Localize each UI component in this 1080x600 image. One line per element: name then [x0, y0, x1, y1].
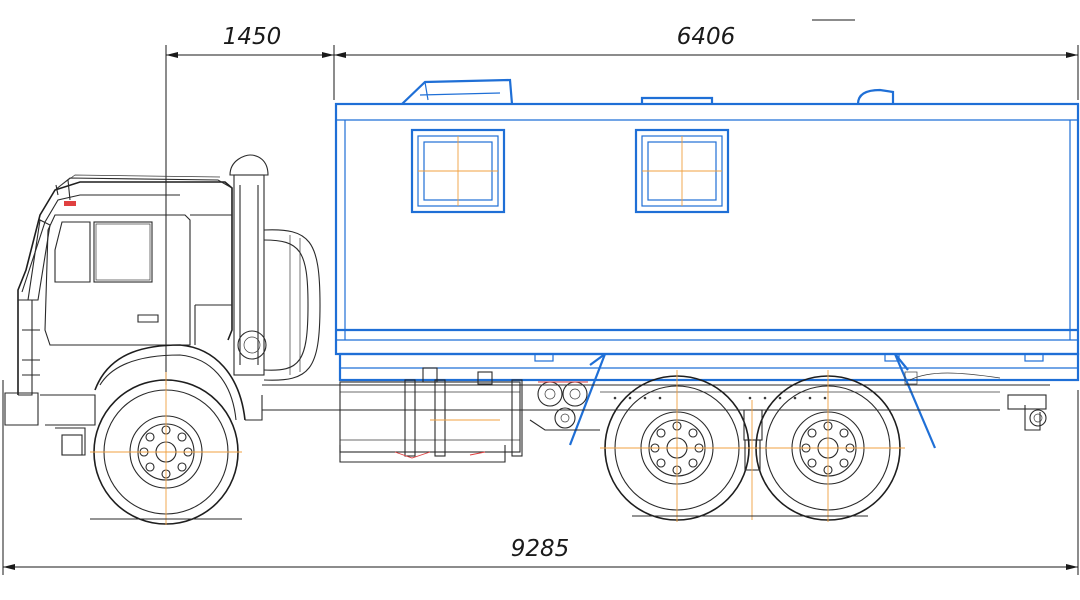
- dimension-label-cab-offset: 1450: [223, 24, 282, 50]
- rear-wheel-2: [750, 370, 905, 522]
- dimension-label-body-length: 6406: [677, 24, 736, 50]
- truck-cab: [4, 174, 263, 456]
- ground-lines: [90, 515, 868, 520]
- box-body: [334, 78, 1080, 449]
- exhaust-and-spare-wheel: [229, 154, 321, 381]
- body-window-left: [410, 128, 506, 214]
- front-wheel: [90, 372, 242, 525]
- dimension-lines: [2, 19, 1079, 575]
- dimension-label-overall-length: 9285: [511, 536, 570, 562]
- rear-bogie: [743, 400, 763, 520]
- air-tanks: [529, 381, 600, 431]
- rear-wheel-1: [600, 370, 755, 522]
- body-window-right: [634, 128, 730, 214]
- fuel-tank: [339, 367, 523, 463]
